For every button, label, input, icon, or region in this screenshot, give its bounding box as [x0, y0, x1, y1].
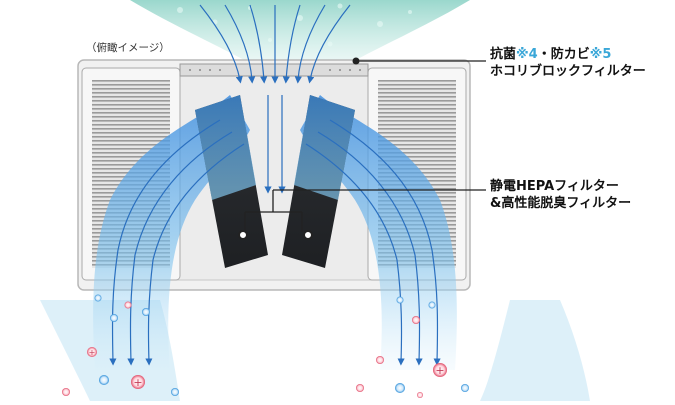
leader-inner-filter — [244, 189, 486, 232]
top-filter-label: 抗菌※4・防カビ※5 ホコリブロックフィルター — [490, 46, 646, 80]
hepa-filter-right-blue — [294, 95, 355, 200]
minus-ion-icon — [461, 384, 469, 392]
inner-filter-label: 静電HEPAフィルター &高性能脱臭フィルター — [490, 178, 631, 212]
plus-ion-icon — [62, 388, 70, 396]
plus-ion-icon — [356, 384, 364, 392]
minus-ion-icon — [99, 375, 109, 385]
minus-ion-icon — [396, 296, 404, 304]
plus-ion-icon: + — [131, 375, 145, 389]
top-filter-marker-dot-icon — [352, 57, 360, 65]
minus-ion-icon — [142, 308, 150, 316]
top-filter-label-line2: ホコリブロックフィルター — [490, 64, 646, 79]
filter-marker-dot-icon — [238, 230, 248, 240]
ion-particles: + + + — [62, 294, 469, 398]
outlet-mist-right — [480, 300, 590, 401]
minus-ion-icon — [428, 301, 436, 309]
dust-block-filter — [179, 63, 369, 77]
outlet-arrows-right — [305, 119, 441, 366]
inner-filter-label-line1: 静電HEPAフィルター — [490, 179, 619, 194]
svg-text:+: + — [89, 348, 96, 357]
top-filter-prefix: 抗菌 — [490, 47, 517, 62]
intake-arrows — [199, 4, 351, 194]
dust-filter-dots — [189, 69, 361, 71]
top-filter-label-line1: 抗菌※4・防カビ※5 — [490, 46, 646, 63]
note-mark-5: ※5 — [589, 47, 612, 62]
leader-lines — [244, 60, 486, 232]
plus-ion-icon — [417, 392, 423, 398]
plus-ion-icon: + — [87, 347, 97, 357]
svg-text:+: + — [133, 376, 142, 389]
plus-ion-icon — [124, 301, 132, 309]
note-mark-4: ※4 — [516, 47, 538, 62]
minus-ion-icon — [395, 383, 405, 393]
inner-filter-label-line2: &高性能脱臭フィルター — [490, 196, 632, 211]
minus-ion-icon — [94, 294, 102, 302]
intake-mist — [130, 0, 470, 75]
plus-ion-icon: + — [433, 363, 447, 377]
hepa-filter-left-blue — [195, 95, 256, 200]
top-filter-middle: ・防カビ — [537, 47, 590, 62]
overhead-view-caption: （俯瞰イメージ） — [86, 42, 170, 54]
plus-ion-icon — [412, 316, 420, 324]
svg-text:+: + — [435, 364, 444, 377]
minus-ion-icon — [171, 388, 179, 396]
minus-ion-icon — [110, 314, 118, 322]
filter-marker-dot-icon — [303, 230, 313, 240]
mist-bubbles — [177, 3, 412, 47]
plus-ion-icon — [376, 356, 384, 364]
